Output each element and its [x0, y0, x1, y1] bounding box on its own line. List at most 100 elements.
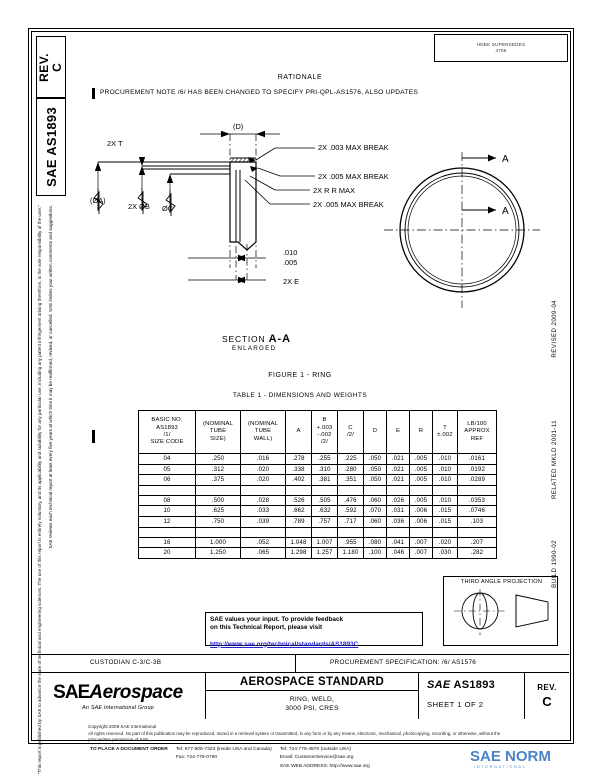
custodian-row	[31, 654, 569, 673]
title-block-title-cell: AEROSPACE STANDARD RING, WELD, 3000 PSI,…	[206, 673, 419, 719]
doc-number-stub-text: SAE AS1893	[43, 107, 59, 187]
note-003-break: 2X .003 MAX BREAK	[318, 143, 389, 152]
figure-caption: FIGURE 1 - RING	[268, 372, 332, 379]
web-url[interactable]: http://www.sae.org	[329, 763, 370, 769]
table-row: 06.375.020.402.381.351.050.021.005.010.0…	[138, 474, 497, 486]
table-row: 12.750.039.789.757.717.060.036.006.015.1…	[138, 515, 497, 528]
table-cell-r1-c8: .005	[409, 463, 433, 476]
order-label: TO PLACE A DOCUMENT ORDER	[90, 746, 168, 752]
table-cell-r0-c6: .050	[363, 453, 387, 465]
footer: Copyright 2009 SAE International All rig…	[88, 724, 508, 772]
table-cell-r5-c10: .103	[457, 515, 497, 528]
rev-value: C	[542, 694, 552, 709]
table-cell-r7-c10: .282	[457, 547, 497, 559]
third-angle-projection-box: THIRD ANGLE PROJECTION	[443, 576, 558, 646]
table-cell-r5-c2: .039	[240, 515, 286, 528]
table-cell-r3-c6: .060	[363, 494, 387, 507]
table-cell-r5-c8: .006	[409, 515, 433, 528]
table-cell-r1-c0: 05	[138, 463, 196, 476]
table-header-cell-4: B+.003-.002/2/	[311, 410, 338, 454]
table-cell-r3-c1: .500	[195, 494, 241, 507]
right-margin-codes: BUILD 1990-02 RELATED MKLD 2001-11 REVIS…	[551, 300, 567, 610]
sae-norm-watermark: SAE NORM	[470, 748, 551, 765]
table-cell-r0-c0: 04	[138, 453, 196, 465]
feedback-url-link[interactable]: http://www.sae.org/technical/standards/A…	[210, 640, 359, 648]
table-cell-r7-c8: .007	[409, 547, 433, 559]
inner-border	[31, 31, 571, 741]
title-block-number-cell: SAE AS1893 SHEET 1 OF 2	[419, 673, 525, 719]
table-cell-r1-c3: .338	[285, 463, 312, 476]
margin-code-1: RELATED MKLD 2001-11	[551, 420, 558, 499]
label-dia-c: ØC	[162, 204, 174, 213]
table-cell-r3-c3: .526	[285, 494, 312, 507]
table-cell-r1-c6: .050	[363, 463, 387, 476]
table-cell-r2-c5: .351	[337, 474, 364, 486]
table-spacer-cell	[457, 485, 497, 496]
label-dia-a: (ØA)	[90, 196, 106, 205]
table-cell-r6-c0: 16	[138, 536, 196, 549]
table-cell-r2-c6: .050	[363, 474, 387, 486]
table-cell-r4-c6: .070	[363, 505, 387, 517]
table-cell-r7-c7: .046	[386, 547, 410, 559]
table-cell-r5-c9: .015	[432, 515, 458, 528]
stamp-line-1: 4755	[495, 48, 507, 53]
standard-title: AEROSPACE STANDARD	[206, 676, 418, 691]
rationale-body: PROCUREMENT NOTE /6/ HAS BEEN CHANGED TO…	[100, 89, 419, 96]
table-row: 10.625.033.662.632.592.070.031.006.015.0…	[138, 505, 497, 517]
sheet-label: SHEET 1 OF 2	[427, 700, 484, 709]
table-cell-r6-c6: .080	[363, 536, 387, 549]
table-cell-r6-c7: .041	[386, 536, 410, 549]
footer-spacer-3	[176, 764, 278, 770]
table-cell-r0-c8: .005	[409, 453, 433, 465]
table-cell-r1-c5: .280	[337, 463, 364, 476]
table-cell-r1-c2: .020	[240, 463, 286, 476]
dim-005: .005	[283, 258, 297, 267]
footer-tel-1: Tel: 877-606-7323 (inside USA and Canada…	[175, 746, 272, 752]
table-spacer-cell	[386, 485, 410, 496]
note-005-break-1: 2X .005 MAX BREAK	[318, 172, 389, 181]
footer-spacer	[90, 755, 174, 761]
rev-stub-box: REV.C	[36, 36, 66, 98]
table-spacer-cell	[432, 527, 458, 538]
table-header-cell-3: A	[285, 410, 312, 454]
table-cell-r2-c9: .010	[432, 474, 458, 486]
change-bar-rationale	[92, 88, 95, 99]
table-cell-r3-c4: .505	[311, 494, 338, 507]
sae-mark: SAE	[427, 679, 451, 691]
section-arrow-a-bottom: A	[502, 206, 509, 217]
table-spacer-cell	[409, 485, 433, 496]
table-cell-r4-c2: .033	[240, 505, 286, 517]
table-spacer-cell	[285, 485, 312, 496]
table-cell-r4-c4: .632	[311, 505, 338, 517]
sae-aerospace-logo: SAEAerospace	[53, 681, 183, 703]
table-cell-r2-c8: .005	[409, 474, 433, 486]
table-spacer-cell	[195, 485, 241, 496]
table-cell-r5-c0: 12	[138, 515, 196, 528]
drawing-svg: 2X T (D) (ØA) 2X ØB ØC 2X .003 MAX BREAK…	[90, 122, 540, 308]
table-cell-r4-c3: .662	[285, 505, 312, 517]
table-cell-r6-c10: .207	[457, 536, 497, 549]
disclaimer-block-2: SAE reviews each technical report at lea…	[47, 205, 61, 625]
table-spacer-cell	[240, 527, 286, 538]
note-r-max: 2X R R MAX	[313, 186, 355, 195]
table-cell-r3-c9: .010	[432, 494, 458, 507]
subject-line-1: RING, WELD,	[289, 696, 335, 703]
table-spacer-cell	[195, 527, 241, 538]
footer-tel-2: Tel: 724-776-4970 (outside USA)	[279, 746, 352, 752]
label-d: (D)	[233, 122, 243, 131]
table-cell-r0-c9: .010	[432, 453, 458, 465]
web-label: SAE WEB ADDRESS:	[279, 763, 329, 769]
projection-symbol	[454, 589, 549, 635]
table-cell-r3-c7: .026	[386, 494, 410, 507]
table-row: 08.500.028.526.505.476.060.026.005.010.0…	[138, 494, 497, 507]
table-header-cell-0: BASIC NO.AS1893/1/SIZE CODE	[138, 410, 196, 454]
table-cell-r1-c9: .010	[432, 463, 458, 476]
table-cell-r7-c6: .100	[363, 547, 387, 559]
table-spacer-row	[138, 485, 497, 496]
label-2x-t: 2X T	[107, 139, 123, 148]
rationale-heading: RATIONALE	[277, 74, 323, 81]
